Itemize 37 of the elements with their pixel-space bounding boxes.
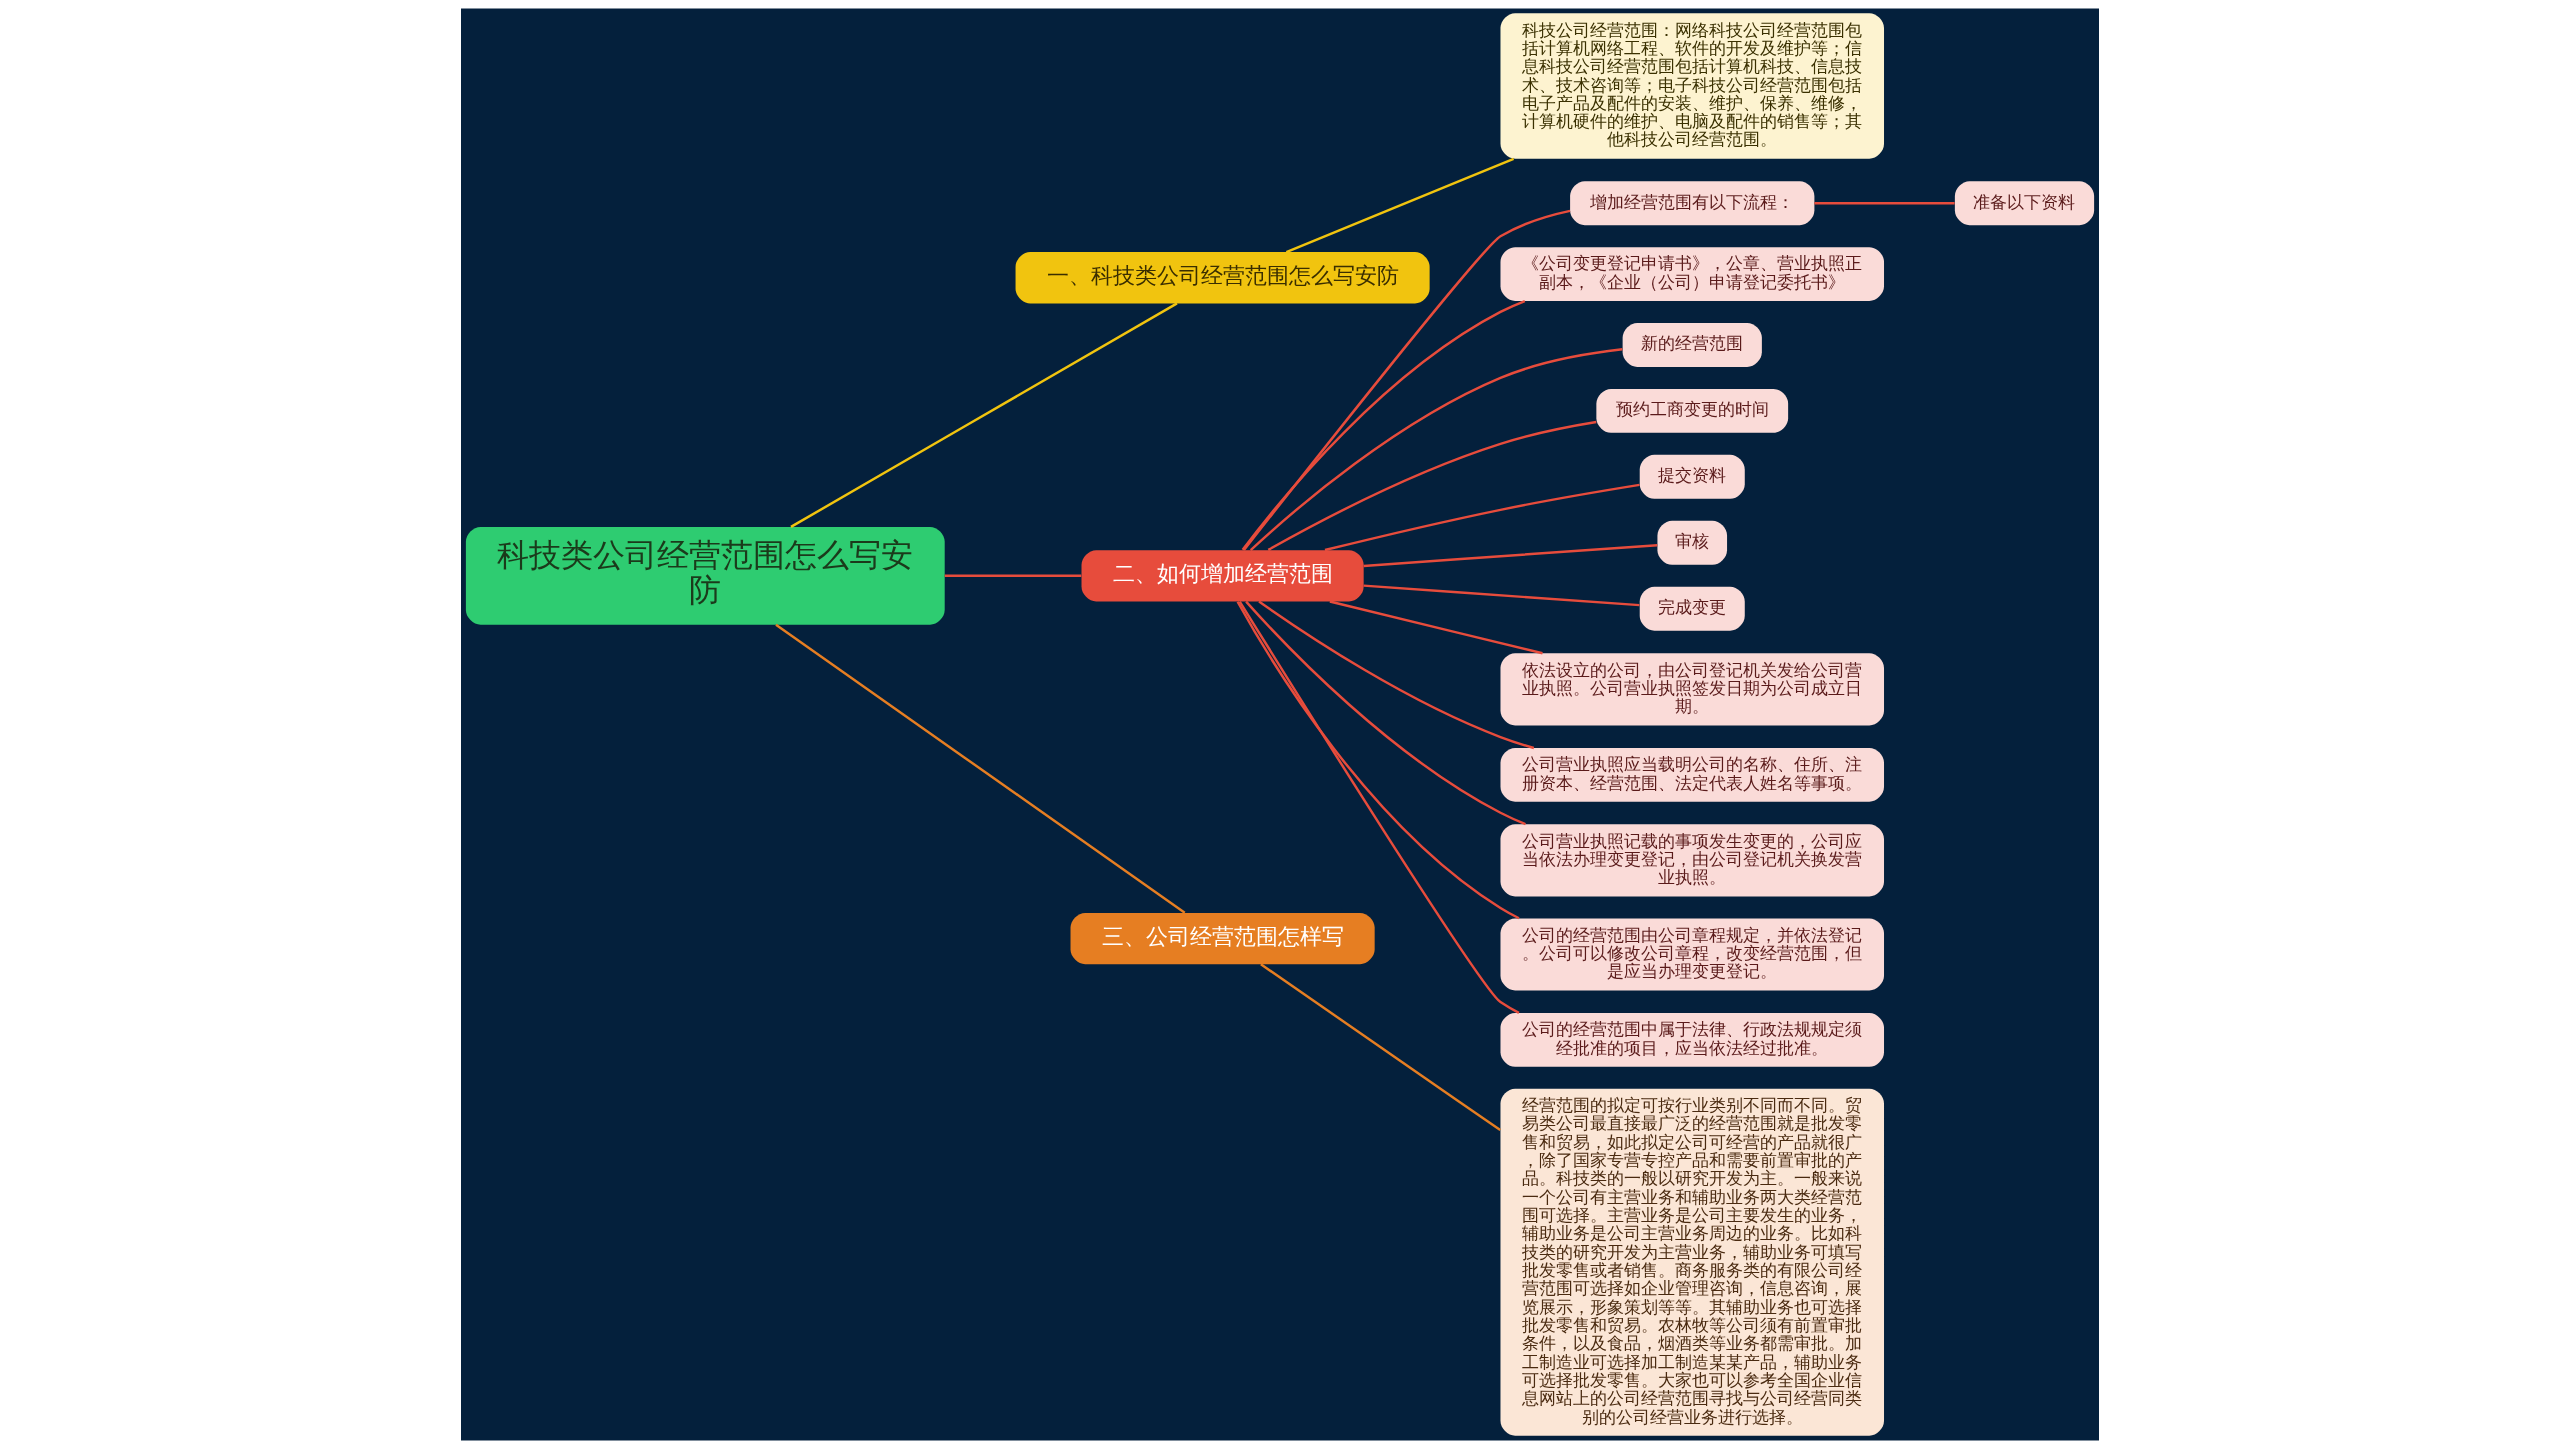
connector — [1285, 157, 1515, 254]
node-box: 新的经营范围 — [1622, 322, 1762, 367]
connector — [790, 302, 1178, 528]
node-box: 《公司变更登记申请书》，公章、营业执照正副本，《企业（公司）申请登记委托书》 — [1500, 247, 1884, 301]
connector — [944, 574, 1082, 577]
node-box: 公司营业执照记载的事项发生变更的，公司应当依法办理变更登记，由公司登记机关换发营业执照。 — [1500, 824, 1884, 897]
node-box: 经营范围的拟定可按行业类别不同而不同。贸易类公司最直接最广泛的经营范围就是批发零售和贸易，如此拟定公司可经营的产品就很广，除了国家专营专控产品和需要前置审批的产品。科技类的一般以研究开发为主。一般来说一个公司有主营业务和辅助业务两大类经营范围可选择。主营业务是公司主要发生的业务，辅助业务是公司主营业务周边的业务。比如科技类的研究开发为主营业务，辅助业务可填写批发零售或者销售。商务服务类的有限公司经营范围可选择如企业管理咨询，信息咨询，展览展示，形象策划等等。其辅助业务也可选择批发零售和贸易。农林牧等公司须有前置审批条件，以及食品，烟酒类等业务都需审批。加工制造业可选择加工制造某某产品，辅助业务可选择批发零售。大家也可以参考全国企业信息网站上的公司经营范围寻找与公司经营同类别的公司经营业务进行选择。 — [1500, 1088, 1884, 1436]
node-box: 公司的经营范围由公司章程规定，并依法登记。公司可以修改公司章程，改变经营范围，但是应当办理变更登记。 — [1500, 918, 1884, 991]
connector — [1258, 600, 1535, 750]
connector — [775, 623, 1186, 914]
node-box: 准备以下资料 — [1954, 181, 2095, 226]
node-box: 审核 — [1657, 520, 1728, 565]
node-box: 依法设立的公司，由公司登记机关发给公司营业执照。公司营业执照签发日期为公司成立日期。 — [1500, 653, 1884, 726]
connector — [1324, 483, 1640, 552]
connector — [1260, 963, 1501, 1132]
node-box: 科技公司经营范围：网络科技公司经营范围包括计算机网络工程、软件的开发及维护等；信息科技公司经营范围包括计算机科技、信息技术、技术咨询等；电子科技公司经营范围包括电子产品及配件的安装、维护、保养、维修，计算机硬件的维护、电脑及配件的销售等；其他科技公司经营范围。 — [1500, 13, 1884, 159]
connector — [1363, 543, 1658, 568]
node-box: 增加经营范围有以下流程： — [1570, 181, 1815, 226]
node-box: 公司的经营范围中属于法律、行政法规规定须经批准的项目，应当依法经过批准。 — [1500, 1013, 1884, 1067]
node-box: 提交资料 — [1639, 454, 1745, 499]
node-box: 完成变更 — [1639, 586, 1745, 631]
node-box: 二、如何增加经营范围 — [1081, 550, 1364, 602]
node-box: 一、科技类公司经营范围怎么写安防 — [1015, 252, 1430, 304]
connector — [1329, 600, 1543, 655]
connector — [1243, 209, 1571, 551]
connector — [1267, 420, 1597, 551]
connector — [1241, 299, 1526, 551]
node-box: 科技类公司经营范围怎么写安防 — [465, 526, 945, 625]
connector — [1814, 202, 1955, 205]
node-box: 预约工商变更的时间 — [1596, 388, 1789, 433]
connector — [1236, 601, 1520, 920]
connector — [1249, 348, 1623, 551]
node-box: 三、公司经营范围怎样写 — [1070, 912, 1375, 965]
connector — [1245, 600, 1526, 826]
connector — [1238, 600, 1520, 1014]
node-box: 公司营业执照应当载明公司的名称、住所、注册资本、经营范围、法定代表人姓名等事项。 — [1500, 748, 1884, 802]
connector — [1363, 584, 1640, 607]
